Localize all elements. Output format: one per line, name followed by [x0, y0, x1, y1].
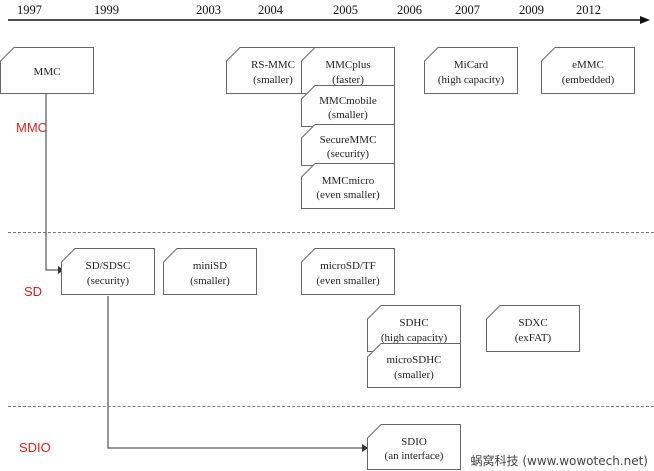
card-microsdhc: microSDHC(smaller)	[367, 343, 461, 388]
card-note: (smaller)	[328, 109, 368, 121]
card-corner-edge	[301, 124, 316, 139]
group-label-sd: SD	[24, 284, 43, 299]
card-corner-edge	[226, 47, 241, 62]
card-note: (exFAT)	[514, 331, 552, 344]
card-corner-edge	[0, 47, 15, 62]
card-corner-edge	[301, 248, 316, 263]
card-note: (security)	[326, 148, 370, 160]
card-name: SDIO	[401, 435, 427, 448]
card-securemmc: SecureMMC (security)	[301, 124, 395, 166]
year-label: 1997	[17, 3, 42, 17]
card-corner-edge	[301, 163, 316, 178]
year-label: 2004	[258, 3, 283, 17]
card-name: MMCmobile	[319, 94, 377, 107]
card-name: MMC	[33, 66, 61, 79]
card-name: SD/SDSC	[85, 260, 131, 273]
year-label: 2006	[397, 3, 422, 17]
card-corner-edge	[367, 343, 382, 358]
card-name: RS-MMC	[250, 59, 296, 72]
card-note: (embedded)	[561, 73, 615, 86]
card-name: eMMC	[572, 59, 604, 72]
card-note: (even smaller)	[316, 189, 380, 201]
card-corner-edge	[424, 47, 439, 62]
card-note: (security)	[86, 274, 130, 287]
card-corner-edge	[367, 424, 382, 439]
card-corner-edge	[163, 248, 178, 263]
card-sd-sdsc: SD/SDSC(security)	[61, 248, 155, 295]
sd-to-sdio-connector	[107, 296, 362, 449]
year-label: 2005	[333, 3, 358, 17]
card-corner-edge	[301, 47, 316, 62]
card-name: MMCmicro	[321, 174, 375, 187]
card-name: microSD/TF	[320, 260, 376, 273]
card-micard: MiCard(high capacity)	[424, 47, 518, 94]
card-mmcmicro: MMCmicro (even smaller)	[301, 163, 395, 209]
mmc-to-sd-connector	[45, 94, 58, 271]
section-divider	[8, 232, 654, 233]
card-name: miniSD	[192, 260, 228, 273]
card-note: (smaller)	[394, 368, 434, 381]
card-note: (faster)	[332, 73, 364, 86]
group-label-mmc: MMC	[16, 120, 48, 135]
card-note: (smaller)	[190, 274, 230, 287]
year-label: 2012	[576, 3, 601, 17]
year-label: 2009	[519, 3, 544, 17]
card-sdio: SDIO (an interface)	[367, 424, 461, 470]
watermark-text: 蜗窝科技 (www.wowotech.net)	[470, 454, 648, 468]
card-corner-edge	[301, 85, 316, 100]
card-corner-edge	[541, 47, 556, 62]
card-name: MMCplus	[325, 59, 371, 72]
card-minisd: miniSD(smaller)	[163, 248, 257, 295]
year-label: 2007	[455, 3, 480, 17]
card-sdxc: SDXC(exFAT)	[486, 305, 580, 352]
card-name: SDHC	[399, 317, 429, 330]
year-label: 1999	[94, 3, 119, 17]
card-note: (even smaller)	[316, 274, 380, 287]
card-note: (high capacity)	[437, 73, 505, 86]
card-corner-edge	[367, 305, 382, 320]
card-mmc: MMC	[0, 47, 94, 94]
card-note: (an interface)	[384, 450, 444, 462]
card-mmcmobile: MMCmobile (smaller)	[301, 85, 395, 127]
card-emmc: eMMC(embedded)	[541, 47, 635, 94]
group-label-sdio: SDIO	[19, 440, 51, 455]
card-name: MiCard	[453, 59, 489, 72]
card-corner-edge	[61, 248, 76, 263]
card-name: microSDHC	[386, 354, 442, 367]
card-name: SDXC	[518, 317, 548, 330]
card-microsd-tf: microSD/TF(even smaller)	[301, 248, 395, 295]
card-corner-edge	[486, 305, 501, 320]
section-divider	[8, 406, 654, 407]
card-note: (smaller)	[253, 73, 293, 86]
card-name: SecureMMC	[319, 133, 377, 146]
card-note: (high capacity)	[380, 331, 448, 344]
year-label: 2003	[196, 3, 221, 17]
